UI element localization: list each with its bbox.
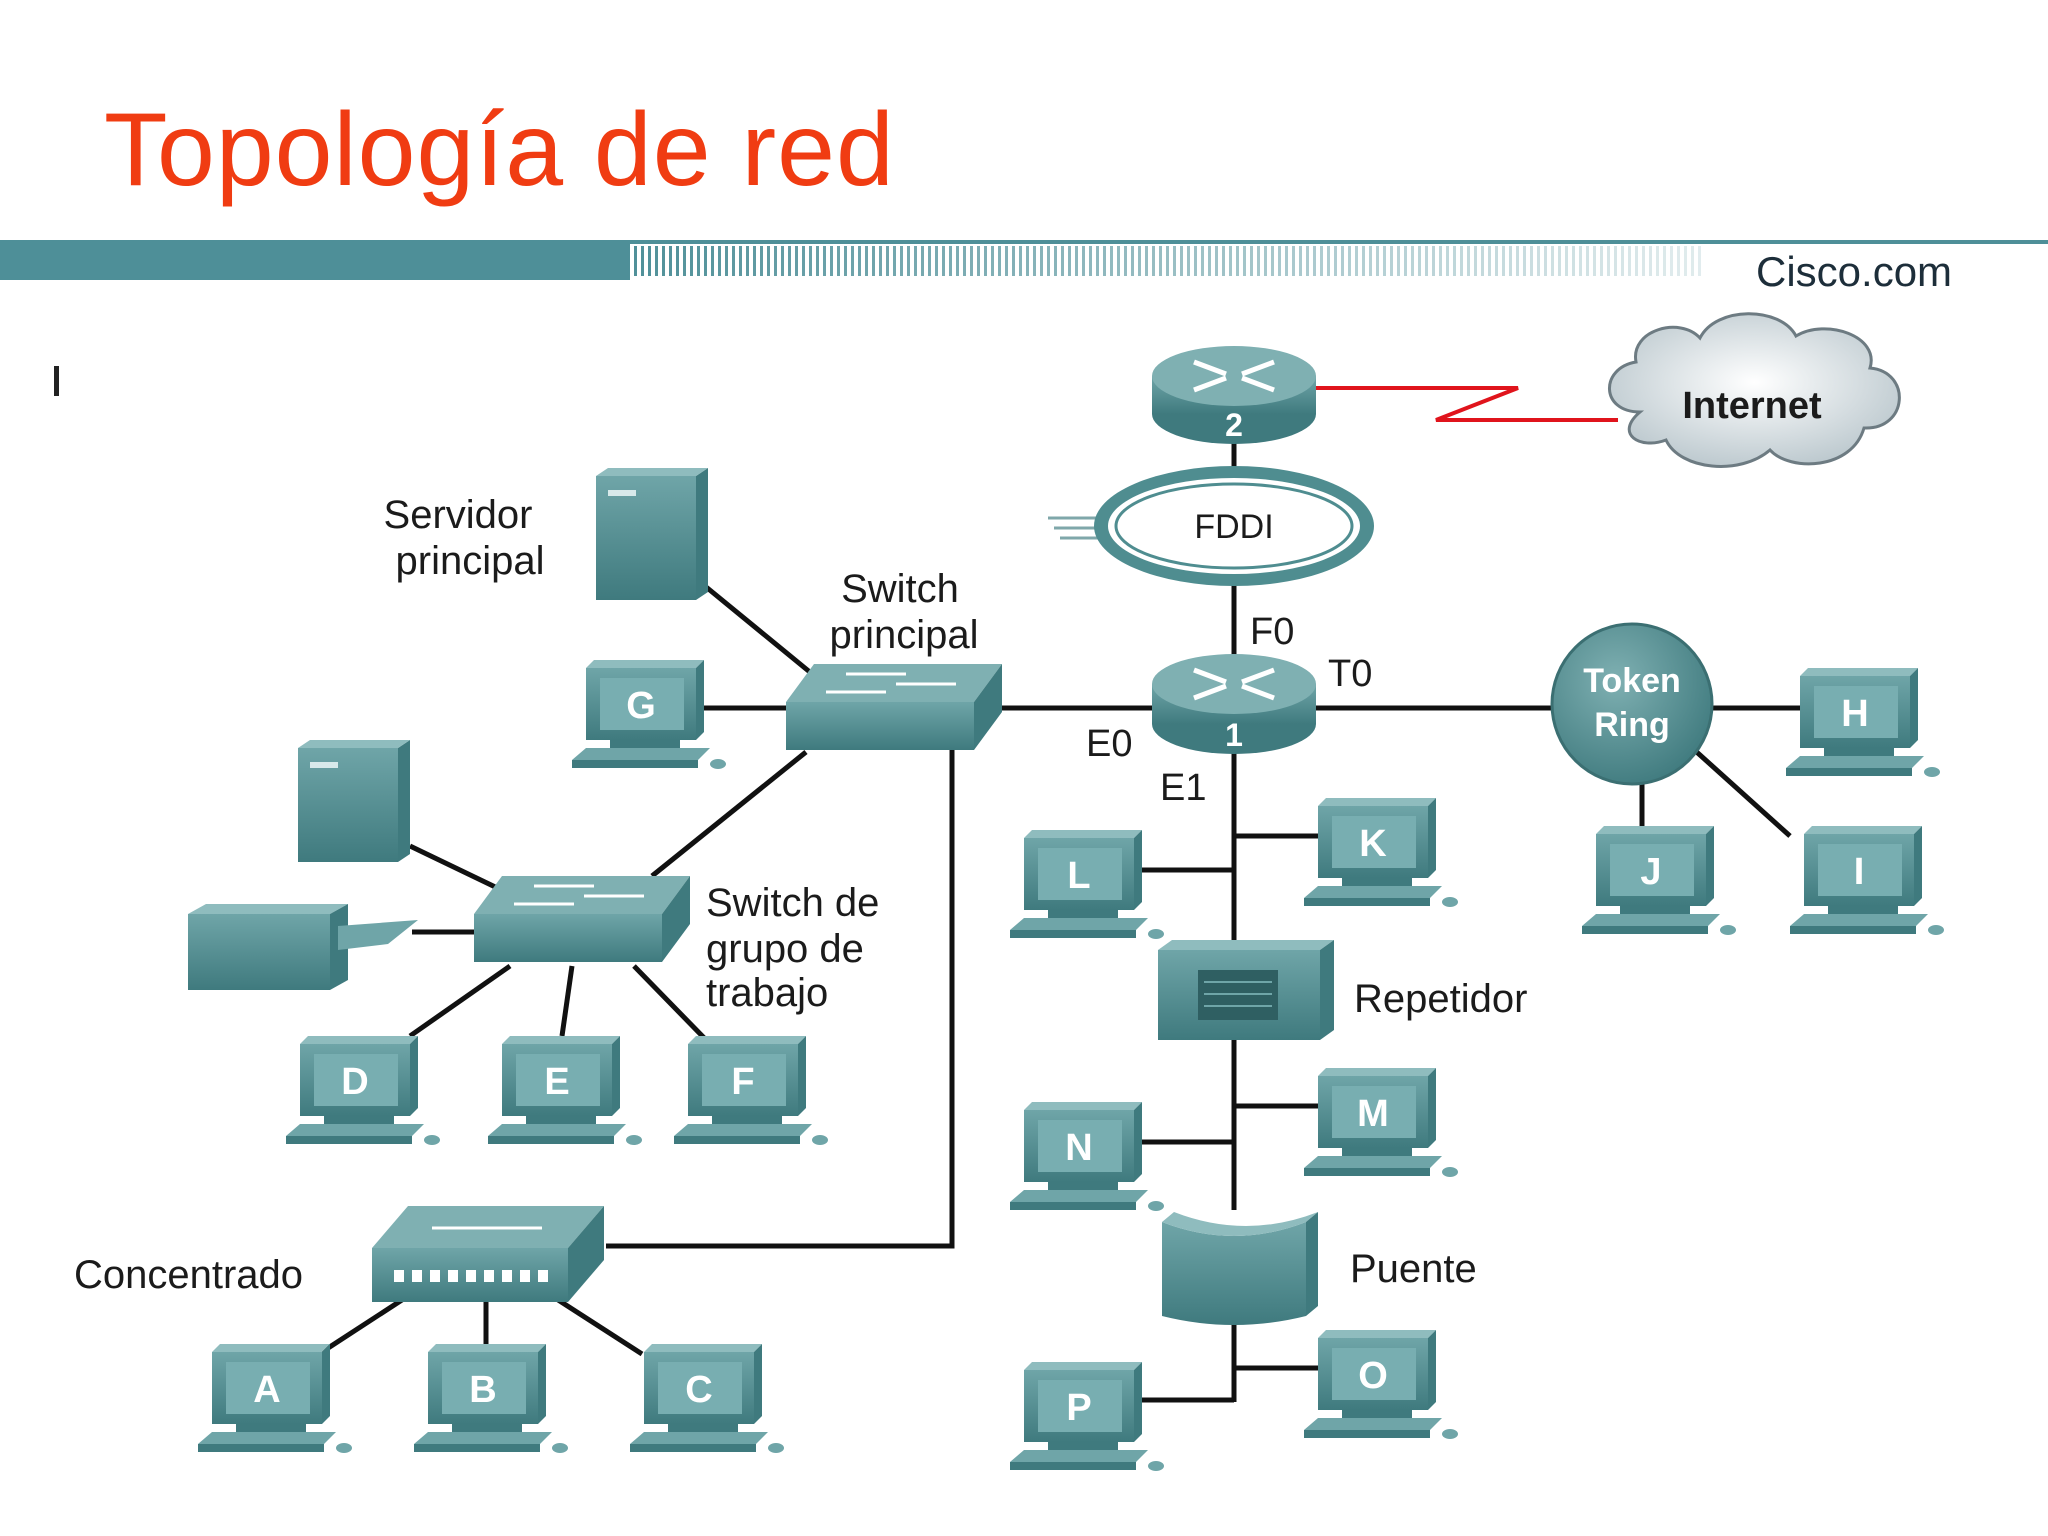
token-ring: Token Ring	[1550, 622, 1714, 786]
pc-k-label: K	[1359, 823, 1387, 865]
port-e0-label: E0	[1086, 723, 1132, 765]
internet-cloud: Internet	[1608, 312, 1901, 468]
link-wg-E	[559, 965, 575, 1037]
router-arrows-icon	[1193, 359, 1275, 393]
printer	[188, 904, 418, 990]
pc-c-label: C	[685, 1369, 712, 1411]
pc-a-label: A	[253, 1369, 280, 1411]
link-switch-workgroup	[650, 750, 808, 878]
pc-e: E	[488, 1036, 642, 1145]
router-2: 2	[1152, 346, 1316, 444]
pc-o-label: O	[1358, 1355, 1388, 1397]
fddi-label: FDDI	[1194, 508, 1273, 546]
token-ring-label-2: Ring	[1594, 706, 1670, 744]
workgroup-switch-label-2: grupo de	[706, 927, 864, 971]
internet-label: Internet	[1682, 385, 1822, 427]
pc-g-label: G	[626, 685, 656, 727]
server	[298, 740, 410, 862]
server-label-1: Servidor	[384, 493, 533, 537]
pc-n: N	[1010, 1102, 1164, 1211]
workgroup-switch-label-1: Switch de	[706, 881, 879, 925]
pc-g: G	[572, 660, 726, 769]
link-hub-C	[550, 1293, 644, 1357]
text-cursor	[54, 366, 59, 396]
hub	[372, 1206, 604, 1302]
switch-principal-label-1: Switch	[841, 567, 959, 611]
pc-k: K	[1304, 798, 1458, 907]
pc-h-label: H	[1841, 693, 1868, 735]
main-server	[596, 468, 708, 600]
link-hub-A	[320, 1293, 410, 1355]
switch-arrows-icon	[826, 672, 956, 694]
link-server-switch	[698, 580, 824, 684]
pc-a: A	[198, 1344, 352, 1453]
switch-principal	[786, 664, 1002, 750]
link-token-ring-I	[1688, 744, 1792, 838]
repeater-label: Repetidor	[1354, 977, 1527, 1021]
pc-h: H	[1786, 668, 1940, 777]
pc-l: L	[1010, 830, 1164, 939]
token-ring-label-1: Token	[1583, 662, 1681, 700]
pc-p-label: P	[1066, 1387, 1091, 1429]
router-1: 1	[1152, 654, 1316, 754]
repeater	[1158, 940, 1334, 1040]
slide-title: Topología de red	[104, 92, 895, 208]
pc-d-label: D	[341, 1061, 368, 1103]
pc-l-label: L	[1067, 855, 1090, 897]
pc-b-label: B	[469, 1369, 496, 1411]
router-2-number: 2	[1225, 407, 1243, 443]
pc-j-label: J	[1640, 851, 1661, 893]
link-switch-hub	[606, 748, 955, 1249]
pc-f: F	[674, 1036, 828, 1145]
link-wg-D	[408, 963, 512, 1039]
port-f0-label: F0	[1250, 611, 1294, 653]
port-t0-label: T0	[1328, 653, 1372, 695]
router-arrows-icon	[1193, 667, 1275, 701]
pc-i-label: I	[1854, 851, 1865, 893]
pc-j: J	[1582, 826, 1736, 935]
pc-i: I	[1790, 826, 1944, 935]
workgroup-switch	[474, 876, 690, 962]
switch-arrows-icon	[514, 884, 644, 906]
pc-m: M	[1304, 1068, 1458, 1177]
pc-o: O	[1304, 1330, 1458, 1439]
header-bar	[0, 240, 2048, 280]
bridge	[1162, 1212, 1318, 1325]
pc-d: D	[286, 1036, 440, 1145]
bridge-label: Puente	[1350, 1247, 1477, 1291]
port-e1-label: E1	[1160, 767, 1206, 809]
brand-logo: Cisco.com	[1756, 248, 1953, 295]
pc-b: B	[414, 1344, 568, 1453]
link-wg-F	[632, 964, 714, 1048]
switch-principal-label-2: principal	[830, 613, 979, 657]
server-label-2: principal	[396, 539, 545, 583]
hub-label: Concentrado	[74, 1253, 303, 1297]
links	[320, 420, 1800, 1403]
fddi-ring: FDDI	[1048, 466, 1374, 586]
pc-p: P	[1010, 1362, 1164, 1471]
pc-e-label: E	[544, 1061, 569, 1103]
pc-m-label: M	[1357, 1093, 1389, 1135]
pc-n-label: N	[1065, 1127, 1092, 1169]
pc-f-label: F	[731, 1061, 754, 1103]
hub-ports	[394, 1270, 548, 1282]
wan-link	[1310, 386, 1618, 422]
router-1-number: 1	[1225, 717, 1243, 753]
pc-c: C	[630, 1344, 784, 1453]
workgroup-switch-label-3: trabajo	[706, 971, 828, 1015]
